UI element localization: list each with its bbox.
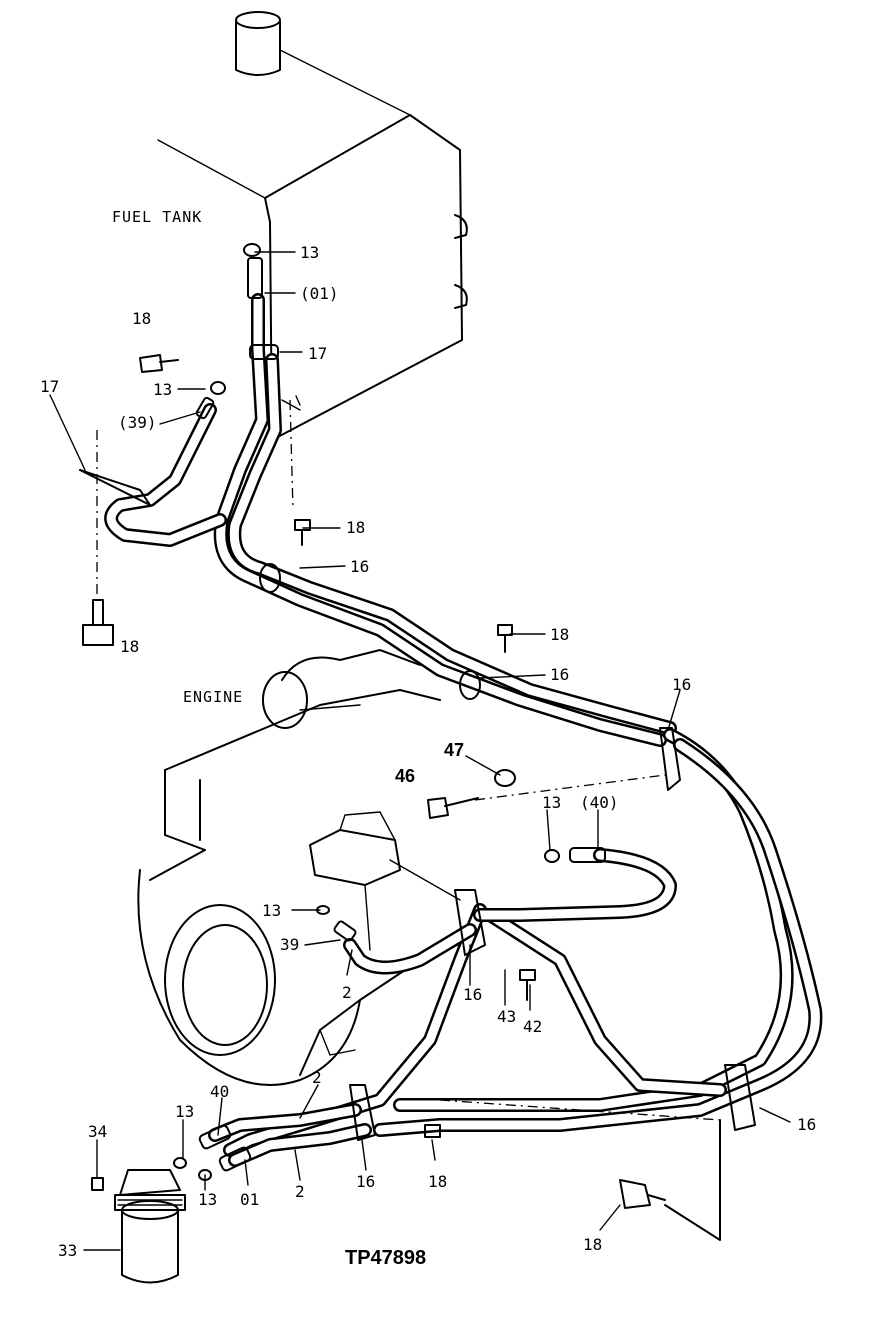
callout-label: 16 <box>356 1172 375 1191</box>
callout-label: 13 <box>175 1102 194 1121</box>
drawing-number: TP47898 <box>345 1247 426 1269</box>
fuel-filter <box>114 1169 186 1284</box>
callout-label: 01 <box>240 1190 259 1209</box>
callout-label: 16 <box>550 665 569 684</box>
callout-label: (40) <box>580 793 619 812</box>
callout-label: 18 <box>550 625 569 644</box>
callout-label: 16 <box>350 557 369 576</box>
callout-label: 17 <box>308 344 327 363</box>
callout-label: 17 <box>40 377 59 396</box>
callout-label: 13 <box>198 1190 217 1209</box>
callout-label: 13 <box>262 901 281 920</box>
callout-label: 16 <box>797 1115 816 1134</box>
callout-label: 34 <box>88 1122 107 1141</box>
callout-label: 2 <box>295 1182 305 1201</box>
callout-label: 18 <box>120 637 139 656</box>
centerlines <box>96 399 721 1121</box>
callout-label: 40 <box>210 1082 229 1101</box>
callout-label: 47 <box>444 740 464 760</box>
callout-label: 18 <box>428 1172 447 1191</box>
bolts <box>82 354 666 1209</box>
callout-label: 2 <box>312 1068 322 1087</box>
engine-caption: ENGINE <box>183 688 243 706</box>
callout-label: 13 <box>300 243 319 262</box>
engine-block <box>137 649 471 1086</box>
fuel-tank-caption: FUEL TANK <box>112 208 202 226</box>
callout-label: 18 <box>346 518 365 537</box>
callout-label: (39) <box>118 413 157 432</box>
callout-label: 16 <box>463 985 482 1004</box>
callout-label: 18 <box>132 309 151 328</box>
fuel-hoses <box>104 293 823 1167</box>
callout-label: 39 <box>280 935 299 954</box>
callout-label: 16 <box>672 675 691 694</box>
callout-label: 13 <box>542 793 561 812</box>
callout-label: 43 <box>497 1007 516 1026</box>
fittings <box>173 243 606 1181</box>
callout-label: 18 <box>583 1235 602 1254</box>
callout-label: 42 <box>523 1017 542 1036</box>
fuel-tank <box>157 11 468 441</box>
callout-label: 2 <box>342 983 352 1002</box>
leader-lines <box>49 251 791 1251</box>
callout-label: 46 <box>395 766 415 786</box>
callout-label: (01) <box>300 284 339 303</box>
callout-label: 33 <box>58 1241 77 1260</box>
callout-label: 13 <box>153 380 172 399</box>
